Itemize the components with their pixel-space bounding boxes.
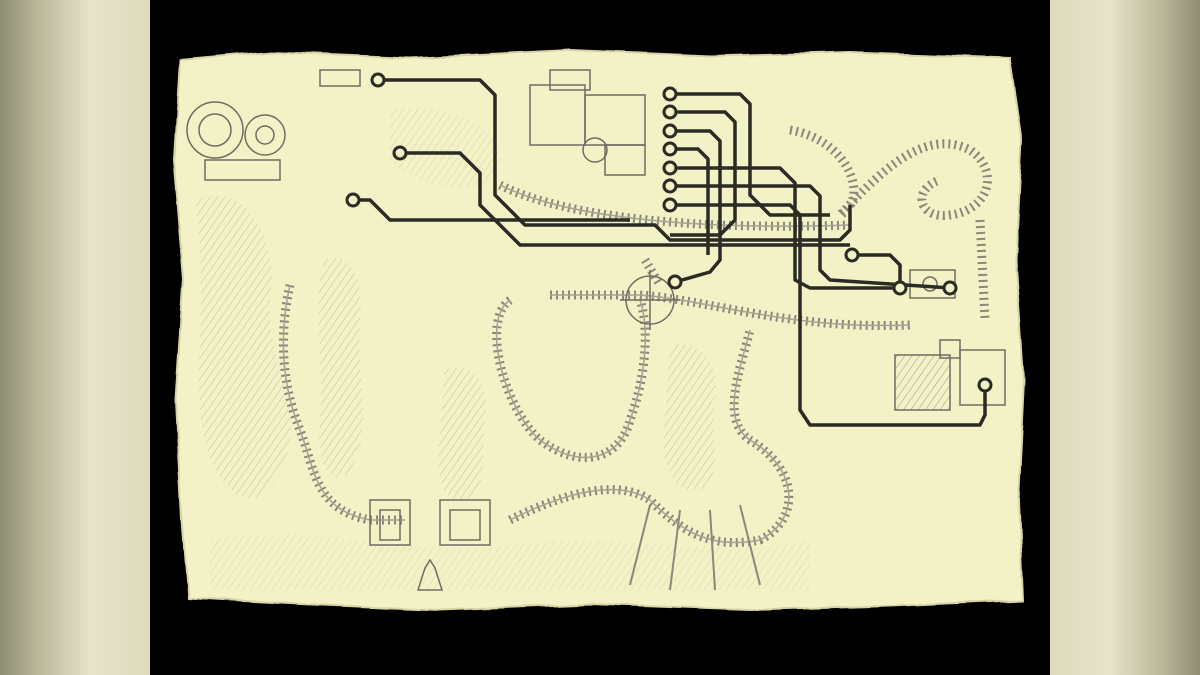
left-blurred-margin: [0, 0, 150, 675]
line-n3: [670, 129, 722, 284]
node-east-b[interactable]: [942, 280, 958, 296]
rail-main-east: [550, 294, 911, 327]
gate-left: [369, 499, 411, 546]
tower-box-1: [894, 354, 951, 411]
south-spokes: [629, 504, 761, 591]
factory-wheel: [582, 137, 608, 163]
gate-icon: [369, 499, 491, 546]
spoke-3: [739, 504, 761, 586]
north-factory: [529, 69, 646, 176]
line-n4: [670, 147, 710, 255]
node-left[interactable]: [345, 192, 361, 208]
node-se[interactable]: [977, 377, 993, 393]
nw-gear-machine: [186, 101, 286, 181]
north-sign: [319, 69, 361, 87]
se-tower: [894, 339, 1006, 411]
map-stage: [150, 0, 1050, 675]
landmarks: [186, 69, 1006, 591]
terrain-left-mesa: [318, 258, 363, 478]
line-top: [378, 78, 852, 242]
line-n1: [670, 92, 830, 217]
tower-box-2: [959, 349, 1006, 406]
rail-center-ring: [495, 299, 646, 459]
terrain-west-ridge: [195, 195, 291, 499]
compass-rose-icon: [620, 270, 680, 330]
line-n2: [670, 110, 737, 237]
node-upper-left[interactable]: [392, 145, 408, 161]
gate-right-inner: [449, 509, 481, 541]
sign-plate: [319, 69, 361, 87]
ne-machine-wheel: [922, 276, 938, 292]
line-n6: [670, 184, 951, 290]
rail-south-arc: [509, 329, 790, 544]
node-n6[interactable]: [662, 178, 678, 194]
gear-large-inner: [198, 113, 232, 147]
right-blurred-margin: [1050, 0, 1200, 675]
node-n3[interactable]: [662, 123, 678, 139]
gate-right: [439, 499, 491, 546]
track-north-spur: [641, 257, 664, 288]
spoke-2: [709, 509, 716, 591]
node-n4[interactable]: [662, 141, 678, 157]
line-n7: [670, 203, 987, 427]
factory-block-3: [549, 69, 591, 91]
connector-lines: [353, 78, 987, 427]
factory-block-4: [604, 144, 646, 176]
node-east[interactable]: [844, 247, 860, 263]
treasure-map: [172, 48, 1026, 612]
rail-tracks-inner: [282, 184, 911, 544]
track-ne-spiral: [789, 125, 992, 220]
connector-nodes: [345, 72, 993, 393]
gear-small-inner: [255, 125, 275, 145]
parchment-sheet: [172, 48, 1026, 612]
terrain-center-mesa: [438, 367, 486, 501]
node-n5[interactable]: [662, 160, 678, 176]
terrain-right-mesa: [663, 344, 716, 491]
node-top[interactable]: [370, 72, 386, 88]
statue-icon: [416, 558, 444, 591]
terrain-south: [210, 534, 810, 590]
node-n2[interactable]: [662, 104, 678, 120]
node-n7[interactable]: [662, 197, 678, 213]
rail-west-loop: [282, 284, 405, 521]
statue-body: [416, 558, 444, 591]
gear-large: [186, 101, 244, 159]
gate-left-inner: [379, 509, 401, 541]
line-upper-left: [400, 151, 850, 247]
line-left: [353, 198, 630, 222]
spoke-4: [629, 504, 651, 586]
gear-small: [244, 114, 286, 156]
line-n5: [670, 166, 900, 290]
node-n1[interactable]: [662, 86, 678, 102]
node-east-a[interactable]: [892, 280, 908, 296]
node-center[interactable]: [667, 274, 683, 290]
line-east: [852, 253, 902, 288]
tower-roof: [939, 339, 961, 359]
spoke-1: [669, 509, 681, 591]
gear-base: [204, 159, 281, 181]
